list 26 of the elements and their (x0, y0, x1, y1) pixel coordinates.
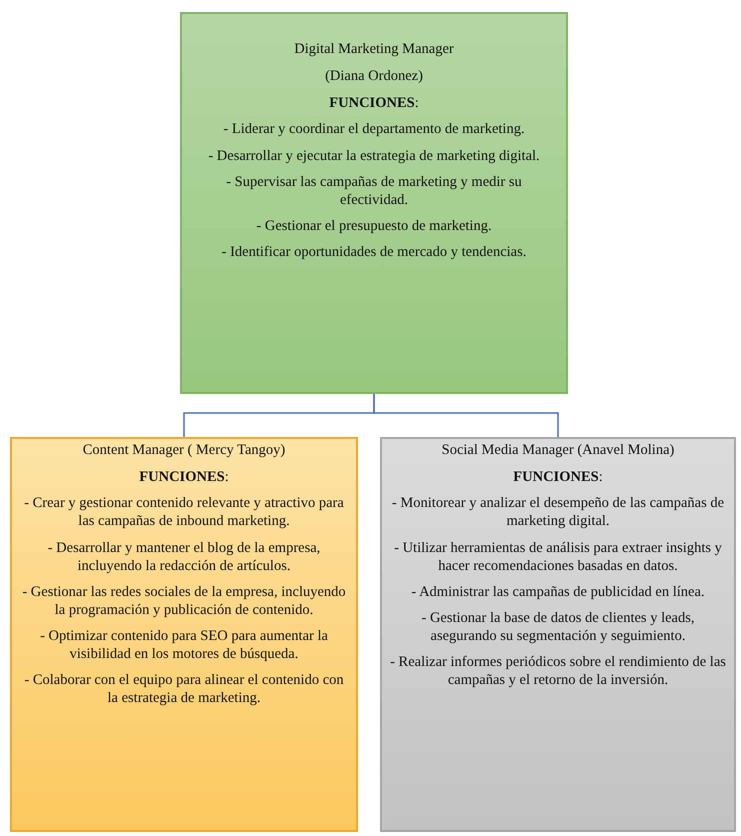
connector-line (373, 394, 559, 437)
role-title: Digital Marketing Manager (293, 40, 455, 58)
role-title: Social Media Manager (Anavel Molina) (440, 441, 676, 460)
function-item: - Colaborar con el equipo para alinear el contenido con la estrategia de marketing. (23, 671, 345, 708)
function-item: - Crear y gestionar contenido relevante y atractivo para las campañas de inbound marketing. (23, 494, 345, 530)
function-item: - Optimizar contenido para SEO para aumentar la visibilidad en los motores de búsqueda. (39, 627, 329, 664)
function-item: - Desarrollar y ejecutar la estrategia de marketing digital. (207, 146, 541, 165)
function-item: - Monitorear y analizar el desempeño de las campañas de marketing digital. (390, 494, 726, 530)
function-item: - Gestionar el presupuesto de marketing. (255, 216, 493, 235)
function-item: FUNCIONES: (512, 468, 604, 486)
function-item: - Realizar informes periódicos sobre el rendimiento de las campañas y el retorno de la inversión. (389, 653, 727, 690)
function-item: - Identificar oportunidades de mercado y tendencias. (220, 243, 528, 262)
role-box (10, 437, 358, 832)
function-item: - Gestionar la base de datos de clientes y leads, asegurando su segmentación y seguimiento. (420, 608, 696, 646)
function-item: - Supervisar las campañas de marketing y medir su efectividad. (225, 172, 523, 209)
role-title: (Diana Ordonez) (324, 67, 424, 86)
function-item: - Utilizar herramientas de análisis para extraer insights y hacer recomendaciones basadas en datos. (393, 538, 723, 575)
function-item: FUNCIONES: (328, 94, 420, 112)
role-title: Content Manager ( Mercy Tangoy) (82, 441, 286, 460)
role-box (180, 12, 568, 394)
function-item: - Desarrollar y mantener el blog de la empresa, incluyendo la redacción de artículos. (46, 538, 322, 575)
role-box (380, 437, 736, 832)
function-item: - Administrar las campañas de publicidad en línea. (410, 582, 706, 601)
function-item: - Gestionar las redes sociales de la empresa, incluyendo la programación y publicación de contenido. (21, 582, 347, 619)
function-item: FUNCIONES: (138, 468, 230, 486)
function-item: - Liderar y coordinar el departamento de marketing. (222, 120, 526, 138)
